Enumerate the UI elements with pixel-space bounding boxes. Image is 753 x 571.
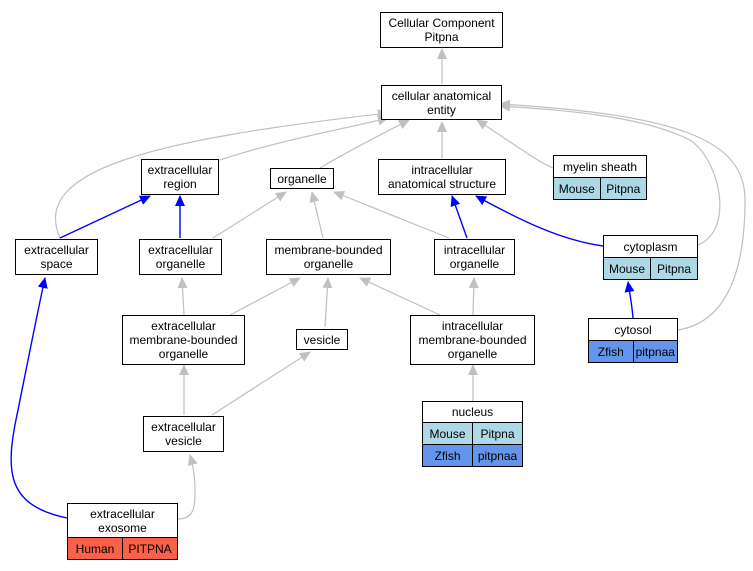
node-cytosol[interactable]: cytosol Zfish pitpnaa — [588, 318, 678, 363]
edge-extracellular-space-to-region-partof — [59, 195, 151, 239]
edge-intracellular-organelle-to-organelle — [333, 191, 450, 239]
node-label: intracellular membrane-bounded organelle — [418, 319, 527, 361]
node-extracellular-membrane-bounded-organelle[interactable]: extracellular membrane-bounded organelle — [122, 315, 245, 365]
node-label: cytosol — [614, 322, 652, 337]
species-cell-zfish: Zfish — [589, 341, 633, 362]
gene-cell: PITPNA — [122, 538, 177, 559]
annotation-row-human: Human PITPNA — [68, 537, 177, 559]
edge-exosome-to-ec-space-partof — [10, 277, 68, 519]
node-label: extracellular membrane-bounded organelle — [129, 319, 238, 361]
node-nucleus[interactable]: nucleus Mouse Pitpna Zfish pitpnaa — [422, 401, 523, 467]
node-label: myelin sheath — [562, 159, 638, 174]
edge-cytosol-to-entity — [499, 99, 746, 331]
annotation-row-zfish: Zfish pitpnaa — [423, 444, 522, 466]
gene-cell: Pitpna — [599, 178, 646, 199]
node-label: extracellular vesicle — [151, 420, 216, 448]
node-extracellular-organelle[interactable]: extracellular organelle — [139, 239, 222, 275]
species-cell-mouse: Mouse — [554, 178, 600, 199]
node-label: extracellular exosome — [90, 506, 155, 535]
node-organelle[interactable]: organelle — [270, 168, 334, 189]
node-cellular-anatomical-entity[interactable]: cellular anatomical entity — [381, 85, 502, 120]
annotation-row-mouse: Mouse Pitpna — [554, 177, 646, 199]
edge-ic-mb-organelle-to-mb-organelle — [359, 277, 441, 316]
node-label: extracellular space — [24, 243, 89, 271]
edge-myelin-to-entity — [476, 119, 554, 169]
node-label: Cellular Component Pitpna — [388, 16, 495, 44]
node-extracellular-region[interactable]: extracellular region — [141, 159, 219, 195]
gene-cell: Pitpna — [650, 258, 697, 279]
node-label: nucleus — [451, 405, 494, 419]
node-label: extracellular region — [147, 163, 213, 191]
edge-cytoplasm-to-ic-structure-partof — [475, 195, 604, 247]
edge-exosome-to-ec-vesicle — [177, 454, 198, 520]
edge-ec-mb-organelle-to-mb-organelle — [229, 277, 301, 316]
species-cell-mouse: Mouse — [604, 258, 650, 279]
node-label: organelle — [277, 171, 327, 186]
edge-vesicle-to-mb-organelle — [322, 277, 333, 328]
edge-ec-vesicle-to-vesicle — [211, 351, 311, 416]
gene-cell: pitpnaa — [472, 445, 522, 466]
gene-cell: Pitpna — [472, 423, 522, 444]
node-label: membrane-bounded organelle — [274, 243, 383, 271]
edge-cytosol-to-cytoplasm-partof — [624, 281, 635, 319]
node-vesicle[interactable]: vesicle — [296, 329, 348, 350]
node-intracellular-organelle[interactable]: intracellular organelle — [434, 239, 515, 275]
annotation-row-mouse: Mouse Pitpna — [423, 422, 522, 444]
edge-ec-mb-organelle-to-ec-organelle — [177, 277, 188, 316]
node-intracellular-anatomical-structure[interactable]: intracellular anatomical structure — [378, 159, 506, 195]
node-cellular-component[interactable]: Cellular Component Pitpna — [380, 12, 503, 48]
edge-extracellular-space-to-entity — [54, 109, 389, 239]
edge-organelle-to-entity — [319, 119, 410, 169]
edge-extracellular-region-to-entity — [219, 115, 389, 161]
species-cell-zfish: Zfish — [423, 445, 472, 466]
node-label: extracellular organelle — [148, 243, 213, 271]
species-cell-mouse: Mouse — [423, 423, 472, 444]
edge-extracellular-organelle-to-organelle — [212, 191, 287, 239]
edge-ic-organelle-to-ic-structure-partof — [450, 195, 468, 239]
node-label: intracellular organelle — [443, 243, 506, 271]
node-intracellular-membrane-bounded-organelle[interactable]: intracellular membrane-bounded organelle — [410, 315, 535, 365]
node-extracellular-exosome[interactable]: extracellular exosome Human PITPNA — [67, 503, 178, 560]
node-membrane-bounded-organelle[interactable]: membrane-bounded organelle — [266, 239, 391, 275]
annotation-row-zfish: Zfish pitpnaa — [589, 340, 677, 362]
node-label: cytoplasm — [623, 239, 678, 254]
annotation-row-mouse: Mouse Pitpna — [604, 257, 697, 279]
node-cytoplasm[interactable]: cytoplasm Mouse Pitpna — [603, 235, 698, 280]
node-label: intracellular anatomical structure — [387, 163, 497, 191]
node-extracellular-space[interactable]: extracellular space — [15, 239, 98, 275]
species-cell-human: Human — [68, 538, 122, 559]
node-extracellular-vesicle[interactable]: extracellular vesicle — [143, 416, 224, 452]
gene-cell: pitpnaa — [632, 341, 677, 362]
node-label: vesicle — [303, 332, 341, 347]
node-myelin-sheath[interactable]: myelin sheath Mouse Pitpna — [553, 155, 647, 200]
edge-cytoplasm-to-entity — [499, 101, 721, 246]
node-label: cellular anatomical entity — [391, 88, 492, 117]
edge-ic-mb-organelle-to-ic-organelle — [468, 277, 479, 316]
edge-membrane-bounded-to-organelle — [309, 191, 324, 239]
